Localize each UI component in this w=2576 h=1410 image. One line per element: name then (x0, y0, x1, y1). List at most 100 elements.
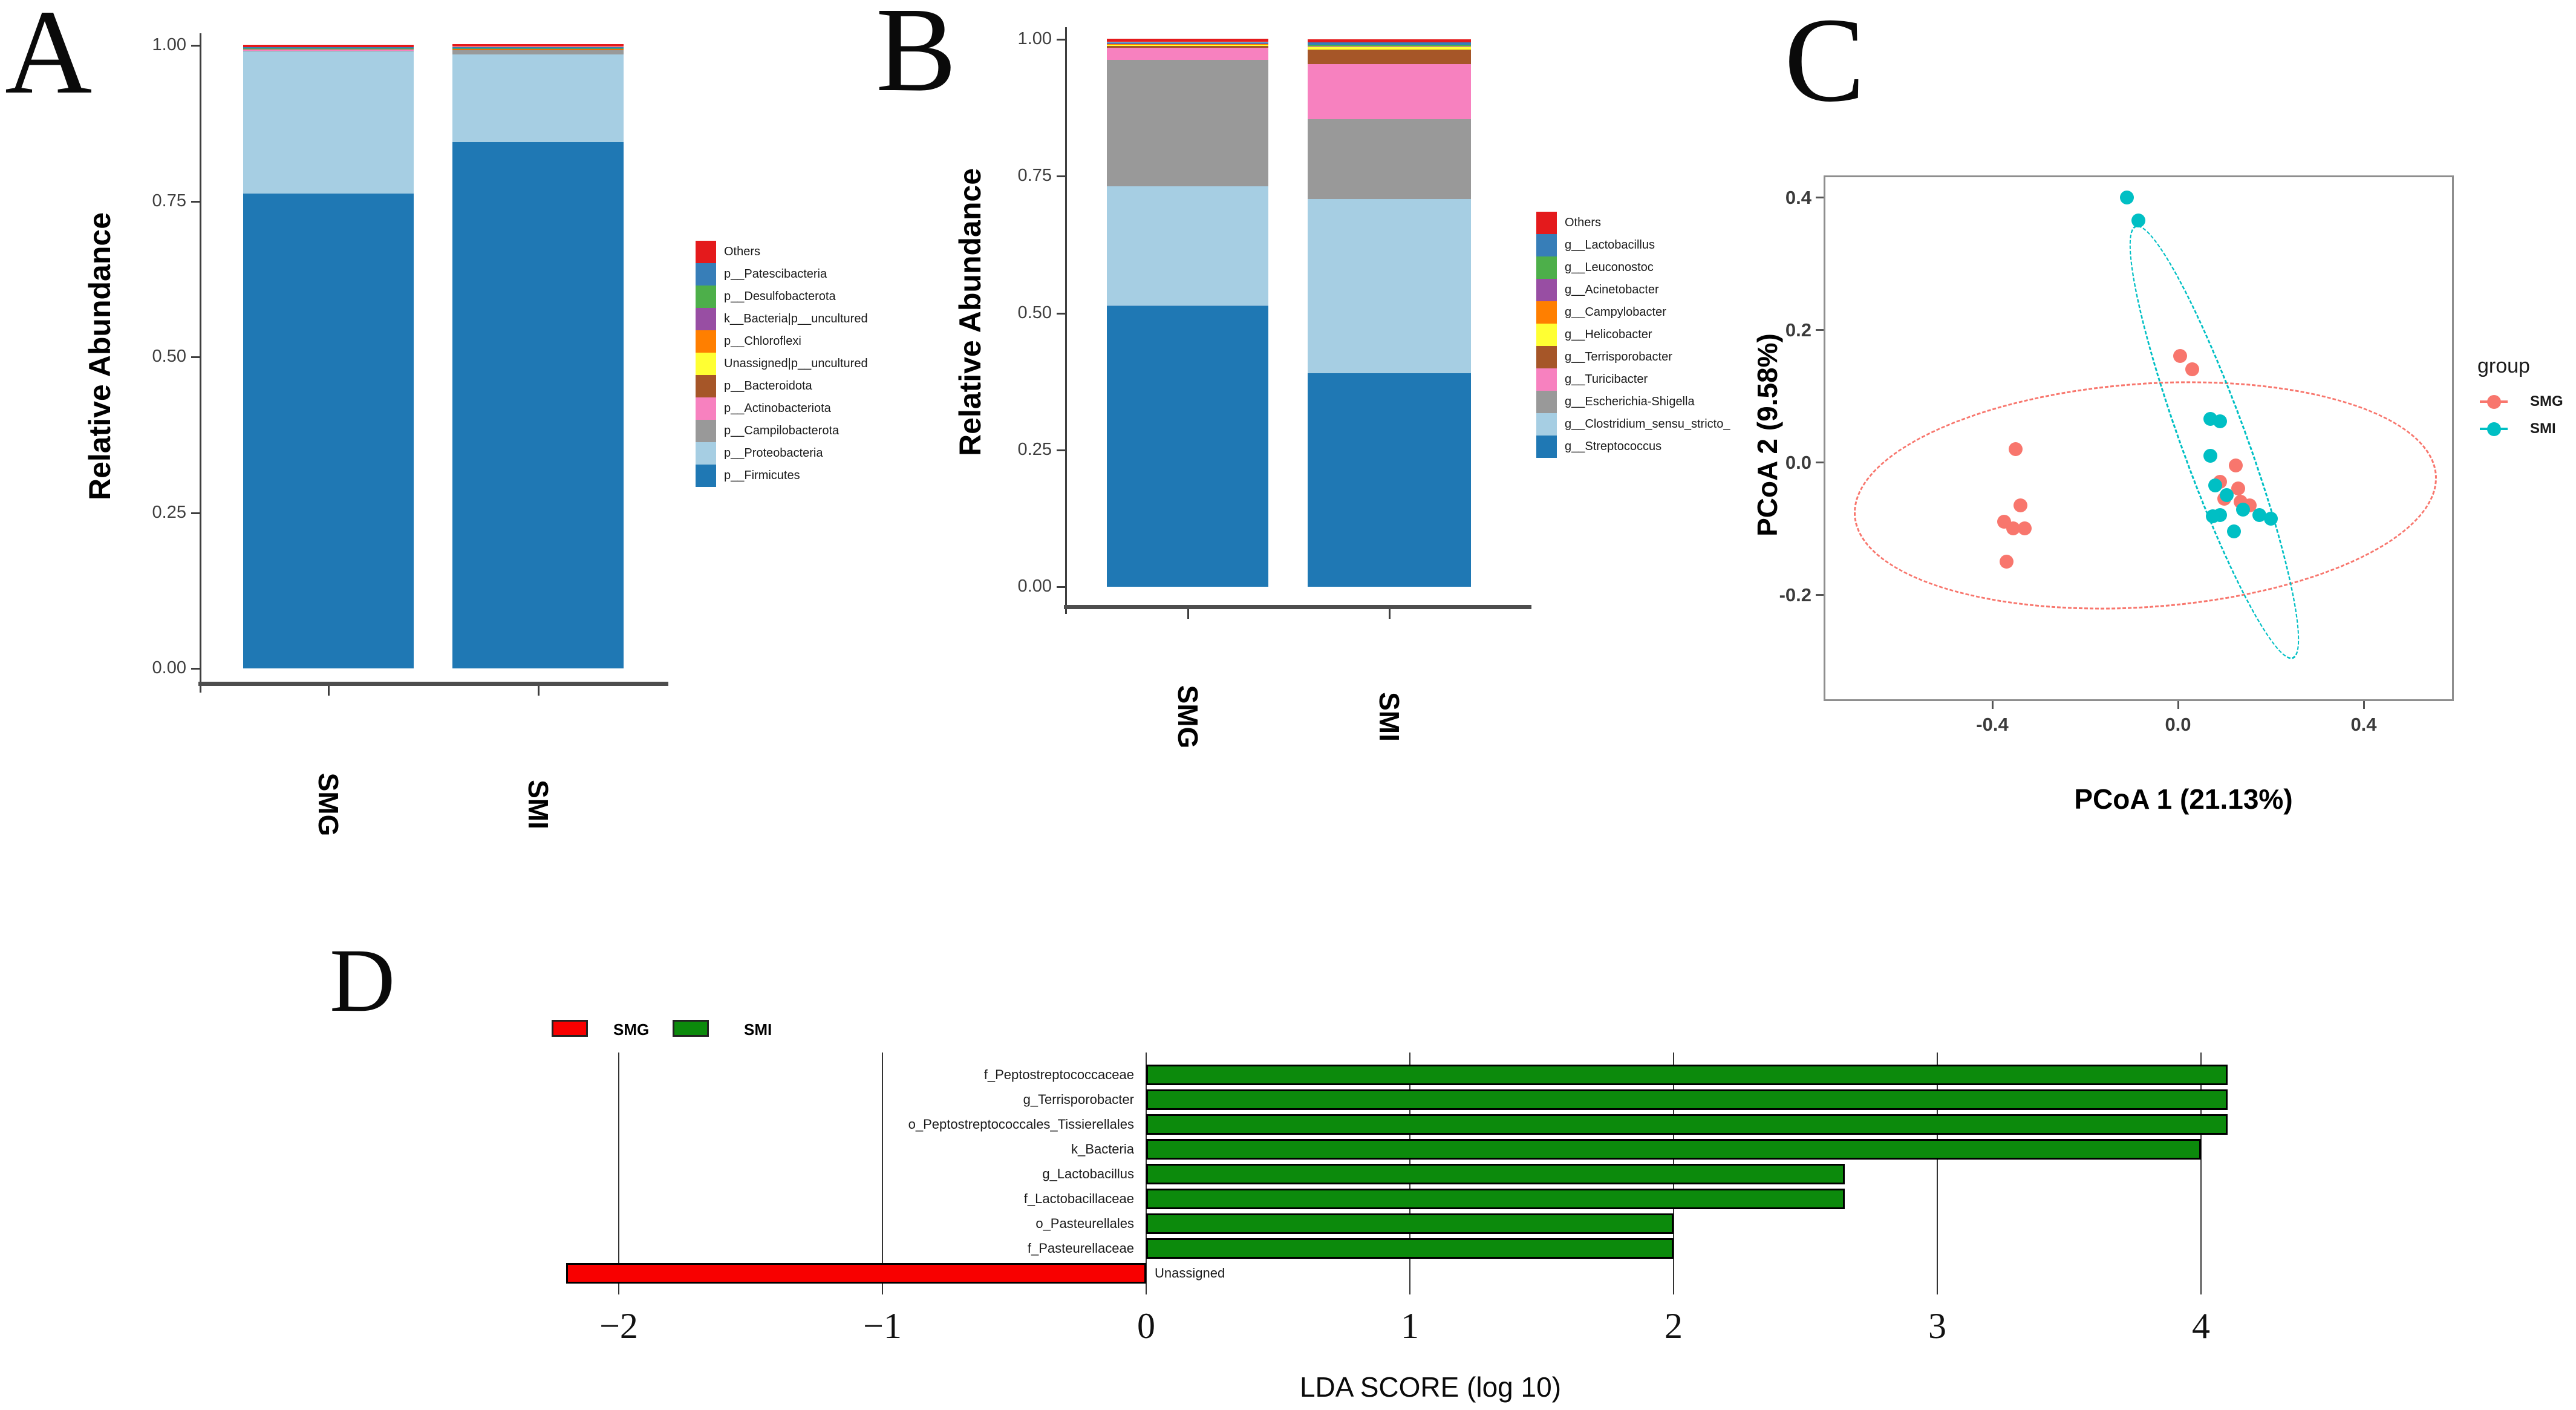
legend-swatch-g__Streptococcus (1536, 436, 1557, 458)
legend-swatch-g__Escherichia-Shigella (1536, 391, 1557, 413)
legend-label-g__Lactobacillus: g__Lactobacillus (1565, 238, 1655, 252)
bar-segment-g__Helicobacter (1107, 45, 1268, 46)
legend-swatch-Others (1536, 212, 1557, 234)
scatter-point-SMI (2131, 214, 2145, 227)
grid-line (1937, 1053, 1938, 1294)
y-tick-mark (1057, 313, 1065, 315)
y-axis-line (200, 33, 201, 693)
taxon-label-f_Peptostreptococcaceae: f_Peptostreptococcaceae (983, 1067, 1134, 1082)
lda-bar-f_Lactobacillaceae (1146, 1189, 1845, 1209)
legend-label-SMG: SMG (2530, 393, 2563, 410)
legend-swatch-p__Chloroflexi (696, 330, 716, 353)
scatter-point-SMI (2264, 512, 2278, 526)
plot-border (1824, 175, 2454, 701)
bar-segment-Others (452, 44, 624, 47)
x-tick-label: 3 (1928, 1306, 1946, 1346)
bar-segment-g__Leuconostoc (1308, 45, 1471, 46)
scatter-point-SMI (2206, 509, 2220, 523)
legend-label-g__Escherichia-Shigella: g__Escherichia-Shigella (1565, 395, 1695, 408)
bar-segment-Others (243, 45, 414, 47)
scatter-point-SMI (2227, 524, 2241, 538)
bar-segment-p__Campilobacterota (452, 50, 624, 54)
legend-swatch-Unassigned|p__uncultured (696, 353, 716, 375)
y-tick-mark (191, 356, 200, 358)
scatter-point-SMG (2231, 481, 2245, 495)
bar-segment-Unassigned|p__uncultured (243, 49, 414, 50)
y-tick-mark (191, 668, 200, 670)
legend-label-Others: Others (724, 245, 761, 258)
scatter-point-SMG (2009, 442, 2023, 456)
y-tick-label: 0.75 (1017, 166, 1052, 185)
bar-segment-g__Streptococcus (1107, 305, 1268, 587)
bar-segment-g__Clostridium_sensu_stricto_ (1107, 186, 1268, 305)
grid-line (2200, 1053, 2202, 1294)
grid-line (618, 1053, 619, 1294)
scatter-point-SMI (2213, 414, 2227, 428)
bar-segment-g__Escherichia-Shigella (1107, 59, 1268, 186)
legend-label-g__Turicibacter: g__Turicibacter (1565, 373, 1648, 386)
legend-swatch-g__Helicobacter (1536, 324, 1557, 346)
legend-label-p__Patescibacteria: p__Patescibacteria (724, 267, 827, 281)
grid-line (882, 1053, 883, 1294)
lda-bar-g_Terrisporobacter (1146, 1089, 2228, 1110)
taxon-label-g_Terrisporobacter: g_Terrisporobacter (1023, 1092, 1134, 1107)
scatter-point-SMI (2236, 503, 2250, 517)
scatter-point-SMG (2229, 459, 2243, 472)
legend-swatch-p__Campilobacterota (696, 420, 716, 442)
y-tick-label: -0.2 (1779, 584, 1811, 605)
x-axis-line (1064, 605, 1531, 609)
y-tick-label: 0.75 (152, 191, 186, 211)
legend-label-SMI: SMI (744, 1020, 772, 1039)
bar-segment-p__Proteobacteria (243, 51, 414, 194)
legend-swatch-g__Acinetobacter (1536, 279, 1557, 301)
bar-segment-g__Terrisporobacter (1308, 50, 1471, 64)
legend-swatch-g__Campylobacter (1536, 301, 1557, 324)
y-tick-mark (1057, 449, 1065, 451)
y-tick-mark (1057, 586, 1065, 588)
legend-label-g__Campylobacter: g__Campylobacter (1565, 305, 1666, 319)
lda-bar-f_Pasteurellaceae (1146, 1238, 1674, 1259)
legend-swatch-g__Leuconostoc (1536, 256, 1557, 279)
legend-key-dot-SMG (2487, 395, 2501, 409)
bar-segment-g__Streptococcus (1308, 373, 1471, 587)
legend-label-SMI: SMI (2530, 420, 2556, 437)
x-tick-label: 2 (1665, 1306, 1683, 1346)
bar-segment-p__Patescibacteria (452, 47, 624, 48)
legend-swatch-g__Clostridium_sensu_stricto_ (1536, 413, 1557, 436)
legend-label-p__Actinobacteriota: p__Actinobacteriota (724, 402, 831, 415)
bar-segment-p__Firmicutes (243, 194, 414, 668)
taxon-label-g_Lactobacillus: g_Lactobacillus (1042, 1166, 1134, 1181)
bar-segment-p__Bacteroidota (452, 49, 624, 50)
y-tick-label: 0.0 (1785, 452, 1811, 473)
bar-segment-p__Desulfobacterota (452, 48, 624, 49)
legend-swatch-SMI (673, 1020, 709, 1037)
x-tick-mark (538, 686, 540, 696)
x-tick-mark (2177, 701, 2179, 709)
legend-label-p__Chloroflexi: p__Chloroflexi (724, 335, 801, 348)
scatter-point-SMG (2006, 521, 2020, 535)
legend-label-g__Terrisporobacter: g__Terrisporobacter (1565, 350, 1672, 364)
y-tick-mark (191, 512, 200, 514)
bar-segment-g__Acinetobacter (1308, 45, 1471, 47)
legend-swatch-p__Desulfobacterota (696, 286, 716, 308)
lda-bar-g_Lactobacillus (1146, 1164, 1845, 1184)
y-axis-line (1065, 27, 1067, 614)
bar-segment-p__Desulfobacterota (243, 48, 414, 49)
bar-segment-p__Proteobacteria (452, 54, 624, 142)
y-tick-mark (1816, 594, 1824, 596)
bar-segment-g__Lactobacillus (1107, 42, 1268, 44)
legend-label-g__Streptococcus: g__Streptococcus (1565, 440, 1662, 453)
panel-c-x-axis-title: PCoA 1 (21.13%) (2074, 783, 2293, 815)
taxon-label-f_Pasteurellaceae: f_Pasteurellaceae (1027, 1241, 1134, 1256)
bar-segment-g__Helicobacter (1308, 47, 1471, 50)
legend-label-k__Bacteria|p__uncultured: k__Bacteria|p__uncultured (724, 312, 868, 325)
bar-segment-p__Patescibacteria (243, 47, 414, 48)
y-tick-mark (1057, 175, 1065, 177)
y-tick-mark (1816, 329, 1824, 331)
legend-swatch-g__Turicibacter (1536, 368, 1557, 391)
legend-swatch-g__Terrisporobacter (1536, 346, 1557, 368)
bar-segment-g__Escherichia-Shigella (1308, 119, 1471, 199)
